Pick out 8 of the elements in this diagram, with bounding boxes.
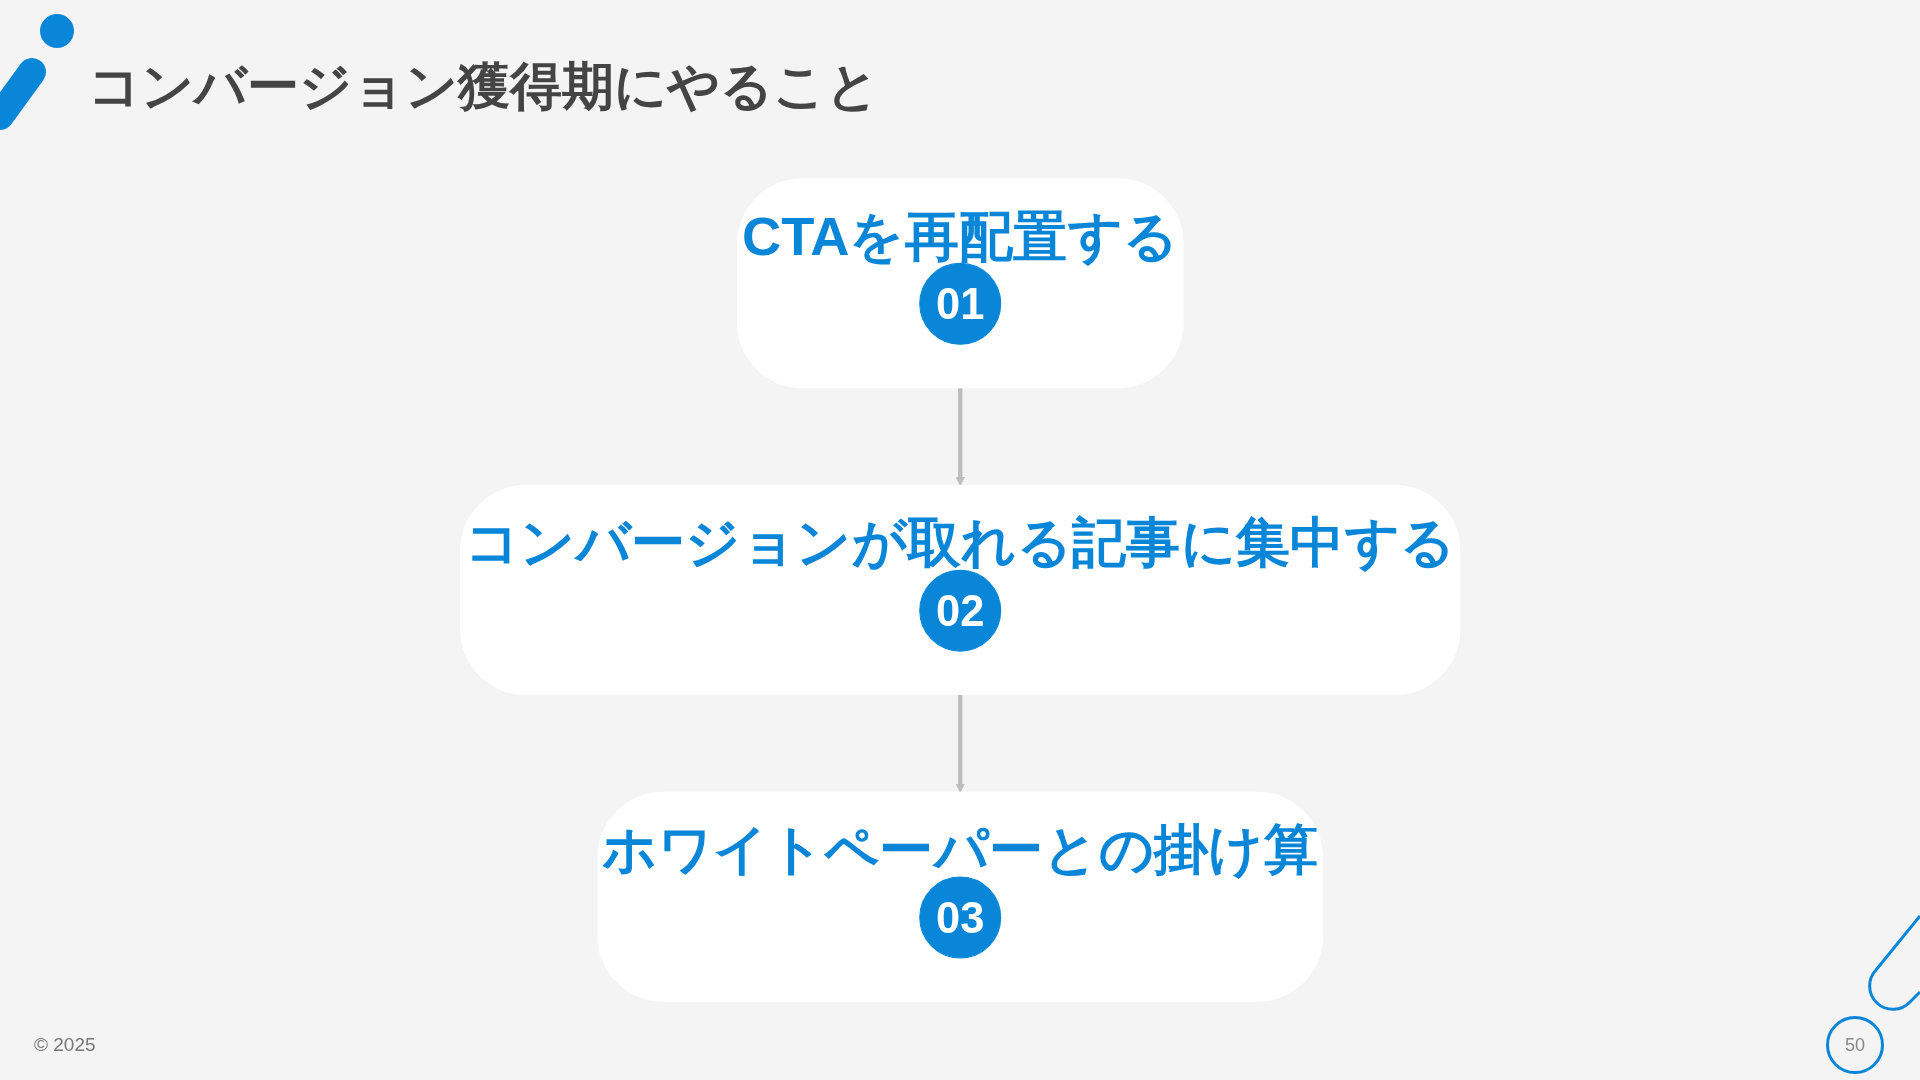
copyright-text: © 2025: [34, 1034, 96, 1056]
node-circle: 01: [919, 262, 1001, 345]
node-circle: 03: [919, 876, 1001, 959]
slide-title: コンバージョン獲得期にやること: [88, 56, 879, 117]
arrow: [955, 694, 965, 793]
node-circle: 02: [919, 569, 1001, 652]
page-number: 50: [1826, 1016, 1884, 1074]
arrow: [955, 387, 965, 486]
